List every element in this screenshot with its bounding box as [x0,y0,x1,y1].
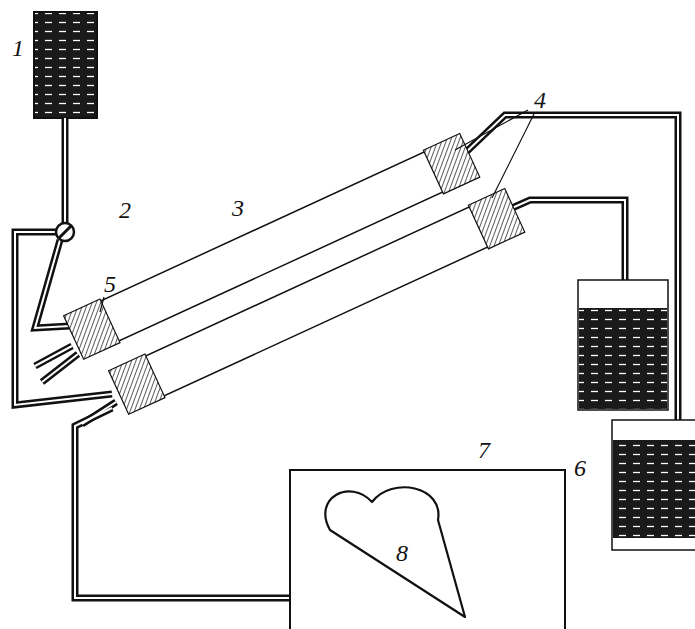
callout-number: 8 [396,541,408,565]
reservoir [612,420,695,550]
callout-number: 4 [534,88,546,112]
callout-number: 6 [574,456,586,480]
heart [325,487,465,617]
callout-number: 2 [119,198,131,222]
callout-number: 7 [478,438,490,462]
exchange-tube [109,189,525,415]
chamber [290,470,565,629]
beaker [578,280,668,410]
reservoir-liquid [613,440,695,538]
callout-number: 5 [104,272,116,296]
reservoir [34,12,97,118]
leader-line [100,110,534,312]
beaker-liquid [579,308,667,409]
callout-number: 3 [232,196,244,220]
callout-number: 1 [12,36,24,60]
valve [56,223,74,241]
valve-lever [59,226,71,238]
